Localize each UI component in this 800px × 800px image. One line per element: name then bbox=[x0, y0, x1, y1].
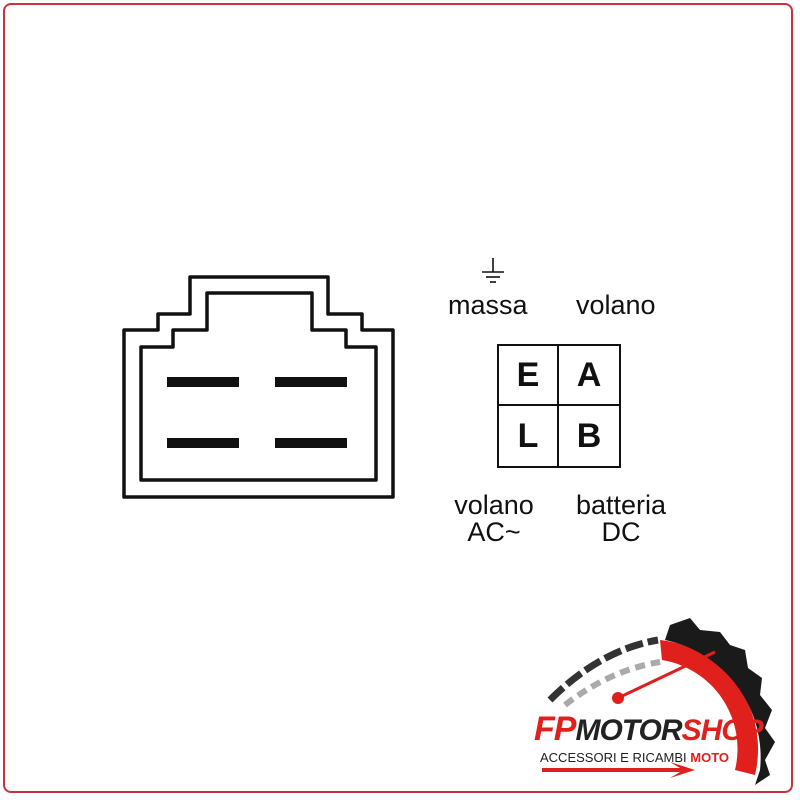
label-batteria-dc: batteria DC bbox=[568, 492, 674, 546]
label-volano-ac: volano AC~ bbox=[448, 492, 540, 546]
label-massa: massa bbox=[448, 290, 528, 320]
logo-tagline: ACCESSORI E RICAMBI MOTO bbox=[540, 750, 729, 765]
image-frame bbox=[3, 3, 793, 793]
terminal-l: L bbox=[499, 406, 559, 466]
connector-outer-outline bbox=[122, 275, 395, 499]
logo-wordmark: FPMOTORSHOP bbox=[534, 710, 764, 749]
terminal-grid: E A L B bbox=[497, 344, 621, 468]
pin-top-left bbox=[167, 377, 239, 387]
terminal-e: E bbox=[499, 346, 559, 406]
logo-tagline-text: ACCESSORI E RICAMBI bbox=[540, 750, 687, 765]
label-batteria: batteria bbox=[575, 490, 667, 520]
terminal-a: A bbox=[559, 346, 619, 406]
logo-shop: SHOP bbox=[681, 714, 764, 747]
logo-fp: FP bbox=[534, 710, 576, 748]
ground-symbol-icon bbox=[482, 258, 504, 283]
logo-tagline-accent: MOTO bbox=[690, 750, 730, 765]
label-volano-top: volano bbox=[576, 290, 656, 320]
pin-bottom-right bbox=[275, 438, 347, 448]
terminal-b: B bbox=[576, 416, 602, 455]
fp-motorshop-logo: FPMOTORSHOP ACCESSORI E RICAMBI MOTO bbox=[530, 610, 790, 790]
connector-inner-outline bbox=[139, 291, 378, 482]
pin-top-right bbox=[275, 377, 347, 387]
logo-motor: MOTOR bbox=[575, 714, 682, 747]
label-ac: AC~ bbox=[467, 517, 521, 547]
label-dc: DC bbox=[601, 517, 641, 547]
label-volano-bottom: volano bbox=[454, 490, 534, 520]
speedometer-gear-graphic bbox=[542, 618, 775, 785]
pin-bottom-left bbox=[167, 438, 239, 448]
